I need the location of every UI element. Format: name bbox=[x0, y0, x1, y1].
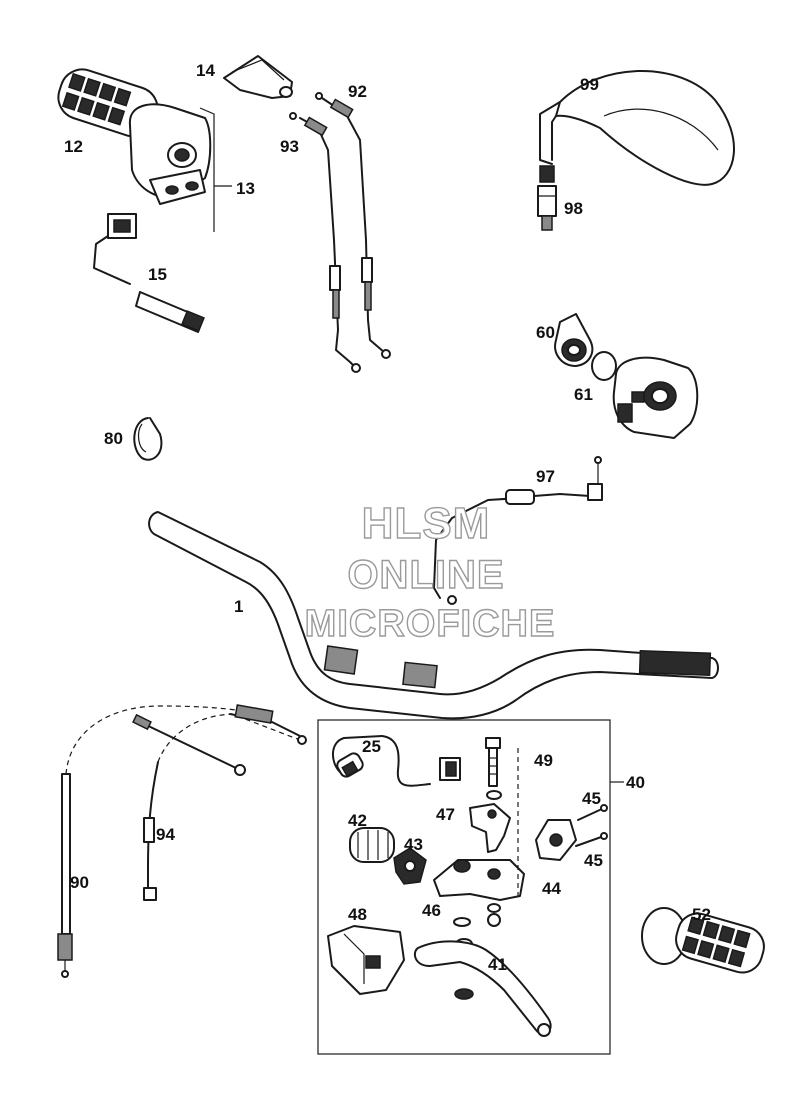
lever-15 bbox=[93, 213, 205, 333]
clutch-cable-94 bbox=[132, 704, 307, 901]
callout-52: 52 bbox=[692, 905, 711, 924]
screw-45-upper bbox=[577, 804, 608, 821]
callout-48: 48 bbox=[348, 905, 367, 924]
callout-49: 49 bbox=[534, 751, 553, 770]
throttle-cables-92-93 bbox=[289, 92, 391, 373]
callout-44: 44 bbox=[542, 879, 561, 898]
callout-1: 1 bbox=[234, 597, 243, 616]
callout-40: 40 bbox=[626, 773, 645, 792]
callout-46: 46 bbox=[422, 901, 441, 920]
throttle-housing-13 bbox=[128, 103, 232, 232]
callout-47: 47 bbox=[436, 805, 455, 824]
callout-41: 41 bbox=[488, 955, 507, 974]
callout-61: 61 bbox=[574, 385, 593, 404]
lever-bushing-42 bbox=[349, 827, 395, 863]
callout-98: 98 bbox=[564, 199, 583, 218]
callout-13: 13 bbox=[236, 179, 255, 198]
callout-80: 80 bbox=[104, 429, 123, 448]
mirror-99 bbox=[539, 70, 735, 186]
clutch-lever-41 bbox=[413, 940, 552, 1037]
cable-97 bbox=[433, 456, 603, 605]
clutch-cable-90 bbox=[57, 705, 261, 978]
washer bbox=[486, 790, 502, 800]
callout-93: 93 bbox=[280, 137, 299, 156]
callout-99: 99 bbox=[580, 75, 599, 94]
callout-94: 94 bbox=[156, 825, 175, 844]
lever-47 bbox=[469, 803, 511, 853]
callout-92: 92 bbox=[348, 82, 367, 101]
screw-45-lower bbox=[575, 832, 608, 847]
o-ring-61 bbox=[591, 351, 617, 381]
left-grip-52 bbox=[641, 907, 765, 974]
callout-25: 25 bbox=[362, 737, 381, 756]
clip-80 bbox=[133, 417, 163, 461]
lever-bracket-46 bbox=[433, 859, 525, 901]
watermark-line-1: HLSM bbox=[362, 499, 491, 548]
callout-43: 43 bbox=[404, 835, 423, 854]
washer-lever bbox=[453, 917, 474, 1000]
cover-14 bbox=[223, 55, 293, 99]
callout-60: 60 bbox=[536, 323, 555, 342]
lever-cover-48 bbox=[327, 925, 405, 995]
mirror-adapter-98 bbox=[537, 165, 557, 231]
callout-45-upper: 45 bbox=[582, 789, 601, 808]
callout-97: 97 bbox=[536, 467, 555, 486]
callout-15: 15 bbox=[148, 265, 167, 284]
watermark-line-2: ONLINE bbox=[347, 553, 504, 597]
clutch-switch-25 bbox=[332, 735, 461, 787]
callout-90: 90 bbox=[70, 873, 89, 892]
clamp-44 bbox=[535, 819, 577, 861]
callout-14: 14 bbox=[196, 61, 215, 80]
switch-housing bbox=[612, 356, 699, 439]
switch-clamp-60 bbox=[554, 313, 594, 367]
callout-45-lower: 45 bbox=[584, 851, 603, 870]
handlebar-1 bbox=[148, 511, 719, 720]
throttle-grip-12 bbox=[57, 68, 159, 138]
assembly-box-40 bbox=[317, 719, 624, 1055]
adjuster-43 bbox=[393, 847, 427, 885]
watermark-line-3: MICROFICHE bbox=[305, 603, 556, 645]
callout-42: 42 bbox=[348, 811, 367, 830]
bolt-49 bbox=[485, 737, 519, 900]
callout-12: 12 bbox=[64, 137, 83, 156]
nut bbox=[487, 903, 501, 927]
